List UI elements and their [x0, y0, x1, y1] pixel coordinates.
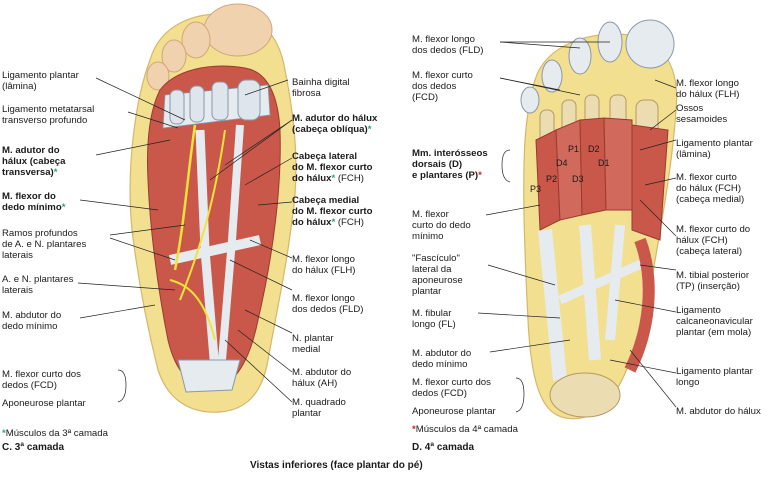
label-interosseos: Mm. interósseos dorsais (D) e plantares …	[412, 148, 488, 181]
label-flexor-curto-dedos-right: M. flexor curto dos dedos (FCD)	[412, 70, 473, 103]
label-ligamento-calcaneonavicular: Ligamento calcaneonavicular plantar (em …	[676, 305, 753, 338]
label-abdutor-halux-left: M. abdutor do hálux (AH)	[292, 367, 352, 389]
label-flexor-curto-dedos-fcd-right: M. flexor curto dos dedos (FCD)	[412, 377, 491, 399]
right-heel	[549, 372, 621, 418]
label-fch-medial: M. flexor curto do hálux (FCH) (cabeça m…	[676, 172, 745, 205]
label-flexor-longo-dedos-left: M. flexor longo dos dedos (FLD)	[292, 293, 364, 315]
label-abdutor-halux-right: M. abdutor do hálux	[676, 406, 761, 417]
label-ligamento-plantar-longo: Ligamento plantar longo	[676, 366, 753, 388]
label-ligamento-metatarsal: Ligamento metatarsal transverso profundo	[2, 104, 95, 126]
label-cabeca-medial-fch: Cabeça medial do M. flexor curto do hálu…	[292, 195, 373, 228]
mark-d1: D1	[598, 158, 610, 168]
label-quadrado-plantar: M. quadrado plantar	[292, 397, 346, 419]
right-foot: P1 D2 D4 D1 P2 D3 P3	[520, 19, 678, 420]
right-toe-3	[568, 37, 592, 75]
label-adutor-transverso: M. adutor do hálux (cabeça transversa)*	[2, 145, 66, 178]
label-n-plantar-medial: N. plantar medial	[292, 333, 334, 355]
left-toe-2	[181, 21, 211, 59]
mark-d2: D2	[588, 144, 600, 154]
label-tibial-posterior: M. tibial posterior (TP) (inserção)	[676, 270, 750, 292]
label-flexor-dedo-minimo-left: M. flexor do dedo mínimo*	[2, 191, 66, 213]
left-deep-layer	[147, 65, 281, 389]
label-aponeurose-plantar-left: Aponeurose plantar	[2, 398, 86, 409]
label-ramos-profundos: Ramos profundos de A. e N. plantares lat…	[2, 228, 87, 261]
panel-title-right: D. 4ª camada	[412, 442, 475, 453]
label-adutor-obliqua: M. adutor do hálux (cabeça oblíqua)*	[292, 113, 378, 135]
label-flexor-curto-dedo-minimo: M. flexor curto do dedo mínimo	[412, 209, 471, 242]
left-toe-3	[161, 39, 187, 73]
left-toe-4	[146, 61, 170, 91]
panel-title-left: C. 3ª camada	[2, 442, 65, 453]
mark-d4: D4	[556, 158, 568, 168]
label-ligamento-plantar-right: Ligamento plantar (lâmina)	[676, 138, 753, 160]
mark-d3: D3	[572, 174, 584, 184]
legend-left: *Músculos da 3ª camada	[2, 428, 108, 439]
label-fibular-longo: M. fibular longo (FL)	[412, 308, 456, 330]
label-ossos-sesamoides: Ossos sesamoides	[676, 103, 728, 125]
figure-caption: Vistas inferiores (face plantar do pé)	[250, 460, 423, 471]
label-ligamento-plantar-left: Ligamento plantar (lâmina)	[2, 70, 79, 92]
label-abdutor-dedo-minimo-left: M. abdutor do dedo mínimo	[2, 310, 62, 332]
left-foot	[129, 3, 297, 413]
right-toe-5	[520, 86, 540, 114]
label-aponeurose-plantar-right: Aponeurose plantar	[412, 406, 496, 417]
label-fasciculo-lateral: "Fascículo" lateral da aponeurose planta…	[412, 253, 463, 297]
label-abdutor-dedo-minimo-right: M. abdutor do dedo mínimo	[412, 348, 472, 370]
mark-p2: P2	[546, 174, 557, 184]
label-a-n-plantares-laterais: A. e N. plantares laterais	[2, 274, 74, 296]
label-flexor-longo-halux-right: M. flexor longo do hálux (FLH)	[676, 78, 740, 100]
label-cabeca-lateral-fch: Cabeça lateral do M. flexor curto do hál…	[292, 151, 373, 184]
left-great-toe	[203, 3, 273, 57]
label-flexor-longo-halux-left: M. flexor longo do hálux (FLH)	[292, 254, 356, 276]
legend-right: *Músculos da 4ª camada	[412, 424, 518, 435]
label-fch-lateral: M. flexor curto do hálux (FCH) (cabeça l…	[676, 224, 751, 257]
label-flexor-curto-dedos-left: M. flexor curto dos dedos (FCD)	[2, 369, 81, 391]
mark-p1: P1	[568, 144, 579, 154]
label-flexor-longo-dedos-right: M. flexor longo dos dedos (FLD)	[412, 34, 484, 56]
right-great-toe	[625, 19, 675, 69]
leader-lines	[77, 41, 677, 413]
label-bainha-digital: Bainha digital fibrosa	[292, 77, 350, 99]
mark-p3: P3	[530, 184, 541, 194]
right-toe-4	[541, 59, 563, 93]
